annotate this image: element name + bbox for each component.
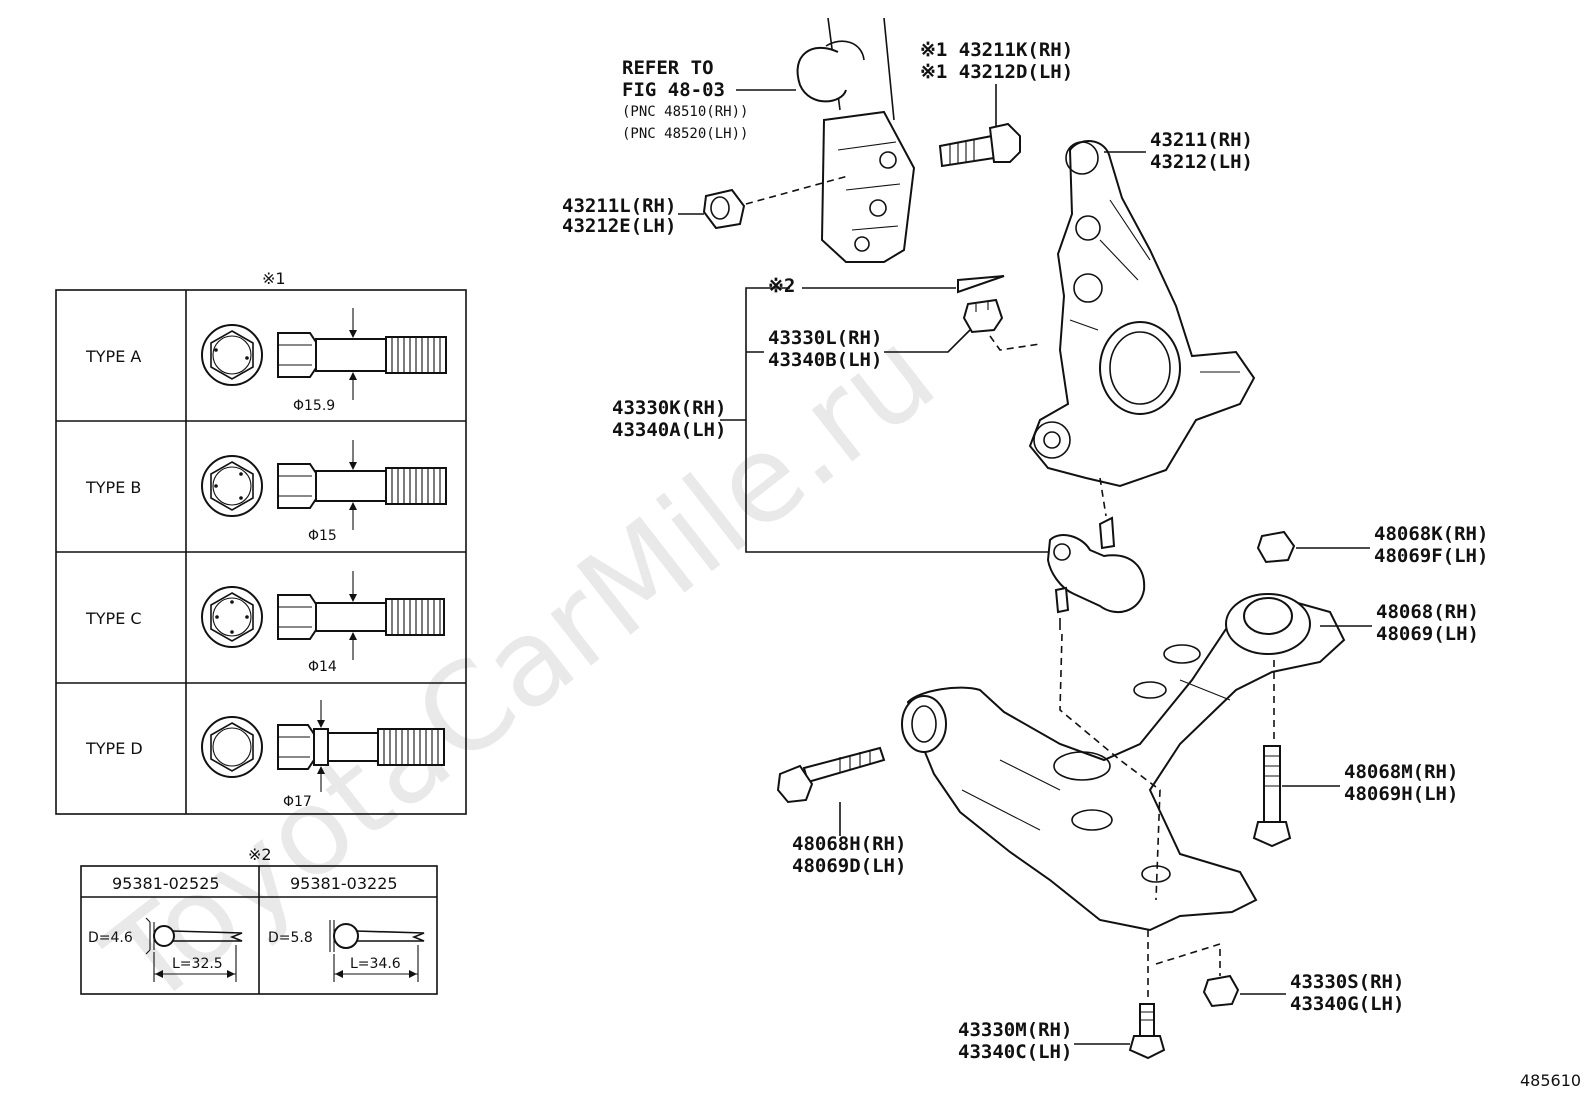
lower-bolt-lh-label: 43340C(LH) [958,1041,1072,1063]
bolt-head-front-icon [201,455,263,517]
steering-knuckle-drawing [1028,140,1256,488]
pin-table-title: ※2 [248,845,272,864]
arm-nut-lh-label: 48069F(LH) [1374,545,1488,567]
bolt-side-icon [277,440,447,530]
bolt-rh-label: ※1 43211K(RH) [920,39,1073,61]
castle-nut-drawing [962,298,1004,334]
rear-bolt-rh-label: 48068M(RH) [1344,761,1458,783]
cotter-pin-icon [145,917,243,982]
pin-part-number: 95381-03225 [290,874,398,893]
bolt-type-row: TYPE D Φ17 [85,700,445,810]
bolt-type-label: TYPE D [85,739,143,758]
pin-length: L=34.6 [350,956,401,972]
bolt-diameter: Φ17 [283,794,312,810]
cotter-pin-icon [329,920,425,982]
nut-rh-label: 43211L(RH) [562,195,676,217]
balljoint-nut-rh-label: 43330L(RH) [768,327,882,349]
bolt-diameter: Φ14 [308,659,337,675]
lower-nut-drawing [1202,974,1240,1008]
pnc-lh-label: (PNC 48520(LH)) [622,126,748,142]
ball-joint-drawing [1046,516,1146,630]
balljoint-nut-lh-label: 43340B(LH) [768,349,882,371]
arm-nut-drawing [1256,530,1296,564]
bolt-type-label: TYPE A [85,347,141,366]
bolt-lh-label: ※1 43212D(LH) [920,61,1073,83]
bolt-side-icon [277,700,445,792]
bolt-type-row: TYPE A Φ15.9 [85,308,447,414]
arm-lh-label: 48069(LH) [1376,623,1479,645]
bolt-side-icon [277,308,447,400]
front-bolt-rh-label: 48068H(RH) [792,833,906,855]
lower-bolt-drawing [1128,1003,1166,1060]
lower-nut-lh-label: 43340G(LH) [1290,993,1404,1015]
knuckle-lh-label: 43212(LH) [1150,151,1253,173]
knuckle-rh-label: 43211(RH) [1150,129,1253,151]
front-bolt-lh-label: 48069D(LH) [792,855,906,877]
bolt-type-row: TYPE B Φ15 [85,440,447,544]
refer-label: REFER TO [622,57,714,79]
pin-ref-label: ※2 [768,275,795,297]
pin-diameter: D=5.8 [268,930,313,946]
bolt-diameter: Φ15 [308,528,337,544]
knuckle-nut-drawing [702,188,746,230]
balljoint-lh-label: 43340A(LH) [612,419,726,441]
arm-rh-label: 48068(RH) [1376,601,1479,623]
cotter-pin-drawing [957,275,1005,294]
rear-bolt-drawing [1252,745,1292,848]
pin-diameter: D=4.6 [88,930,133,946]
pin-part-number: 95381-02525 [112,874,220,893]
watermark: ToyotaCarMile.ru [81,304,960,1033]
front-bolt-drawing [776,746,886,804]
figure-number: 485610 [1520,1071,1581,1090]
arm-nut-rh-label: 48068K(RH) [1374,523,1488,545]
bolt-head-front-icon [201,586,263,648]
lower-nut-rh-label: 43330S(RH) [1290,971,1404,993]
nut-lh-label: 43212E(LH) [562,215,676,237]
bolt-diameter: Φ15.9 [293,398,335,414]
shock-absorber-drawing [796,17,916,263]
camber-bolt-drawing [938,122,1021,168]
rear-bolt-lh-label: 48069H(LH) [1344,783,1458,805]
pnc-rh-label: (PNC 48510(RH)) [622,104,748,120]
bolt-type-row: TYPE C Φ14 [85,571,445,675]
bolt-table-title: ※1 [262,269,286,288]
bolt-head-front-icon [201,716,263,778]
bolt-type-label: TYPE B [85,478,141,497]
lower-bolt-rh-label: 43330M(RH) [958,1019,1072,1041]
pin-length: L=32.5 [172,956,223,972]
bolt-head-front-icon [201,324,263,386]
refer-fig-label: FIG 48-03 [622,79,725,101]
bolt-type-label: TYPE C [85,609,142,628]
bolt-type-table: ※1 TYPE A Φ15.9 [55,269,467,815]
balljoint-rh-label: 43330K(RH) [612,397,726,419]
cotter-pin-table: ※2 95381-02525 95381-03225 D=4.6 L=32.5 … [80,845,438,995]
bolt-side-icon [277,571,445,660]
